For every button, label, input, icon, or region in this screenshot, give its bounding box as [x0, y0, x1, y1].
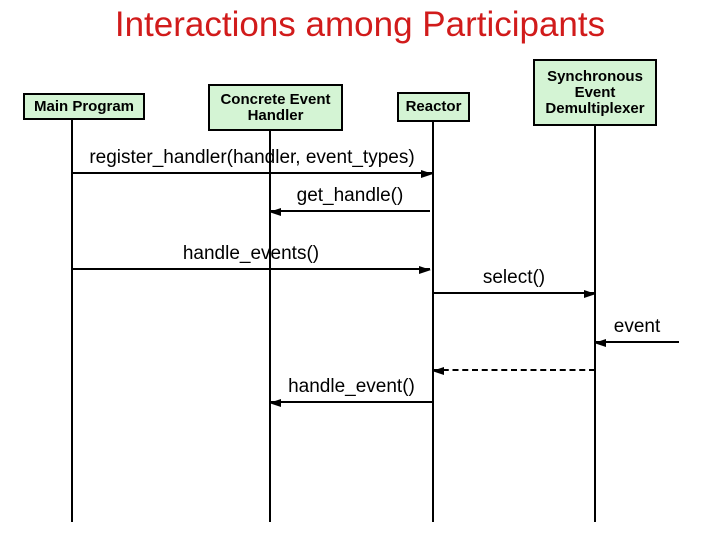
arrowhead-left-icon	[269, 208, 281, 216]
participant-label: Main Program	[33, 97, 135, 115]
participant-label: Reactor	[405, 98, 462, 115]
lifeline-main-program	[71, 119, 73, 522]
message-label: handle_events()	[182, 243, 320, 264]
page-title: Interactions among Participants	[114, 5, 606, 44]
arrowhead-right-icon	[419, 266, 431, 274]
lifeline-synchronous-event-demultiplexer	[594, 125, 596, 522]
participant-label: Demultiplexer	[545, 99, 645, 117]
participant-label: Synchronous	[547, 67, 643, 85]
participant-reactor: Reactor	[397, 92, 470, 122]
participant-label: Event	[574, 83, 616, 101]
message-get-handle: get_handle()	[269, 184, 430, 216]
arrow-line	[269, 208, 430, 216]
participant-concrete-event-handler: Concrete Event Handler	[208, 84, 343, 131]
arrow-line	[72, 170, 433, 178]
message-handle-event: handle_event()	[269, 375, 433, 407]
message-label: register_handler(handler, event_types)	[89, 147, 415, 168]
arrowhead-right-icon	[584, 290, 596, 298]
participant-label: Handler	[247, 106, 304, 124]
message-handle-events: handle_events()	[72, 242, 431, 274]
message-label: handle_event()	[288, 376, 415, 397]
arrow-line	[433, 290, 596, 298]
arrow-line	[594, 339, 679, 347]
participant-main-program: Main Program	[23, 93, 145, 120]
message-label: event	[613, 316, 661, 337]
participant-label: Concrete Event	[220, 90, 331, 108]
message-register-handler: register_handler(handler, event_types)	[72, 146, 433, 178]
message-return-dashed	[432, 367, 595, 375]
lifeline-concrete-event-handler	[269, 130, 271, 522]
message-select: select()	[433, 266, 596, 298]
participant-synchronous-event-demultiplexer: Synchronous Event Demultiplexer	[533, 59, 657, 126]
message-label: select()	[482, 267, 546, 288]
dashed-arrow-line	[432, 367, 595, 375]
arrowhead-right-icon	[421, 170, 433, 178]
arrow-line	[269, 399, 433, 407]
arrowhead-left-icon	[432, 367, 444, 375]
message-event: event	[594, 315, 679, 347]
lifeline-reactor	[432, 121, 434, 522]
arrowhead-left-icon	[594, 339, 606, 347]
arrowhead-left-icon	[269, 399, 281, 407]
arrow-line	[72, 266, 431, 274]
message-label: get_handle()	[296, 185, 404, 206]
